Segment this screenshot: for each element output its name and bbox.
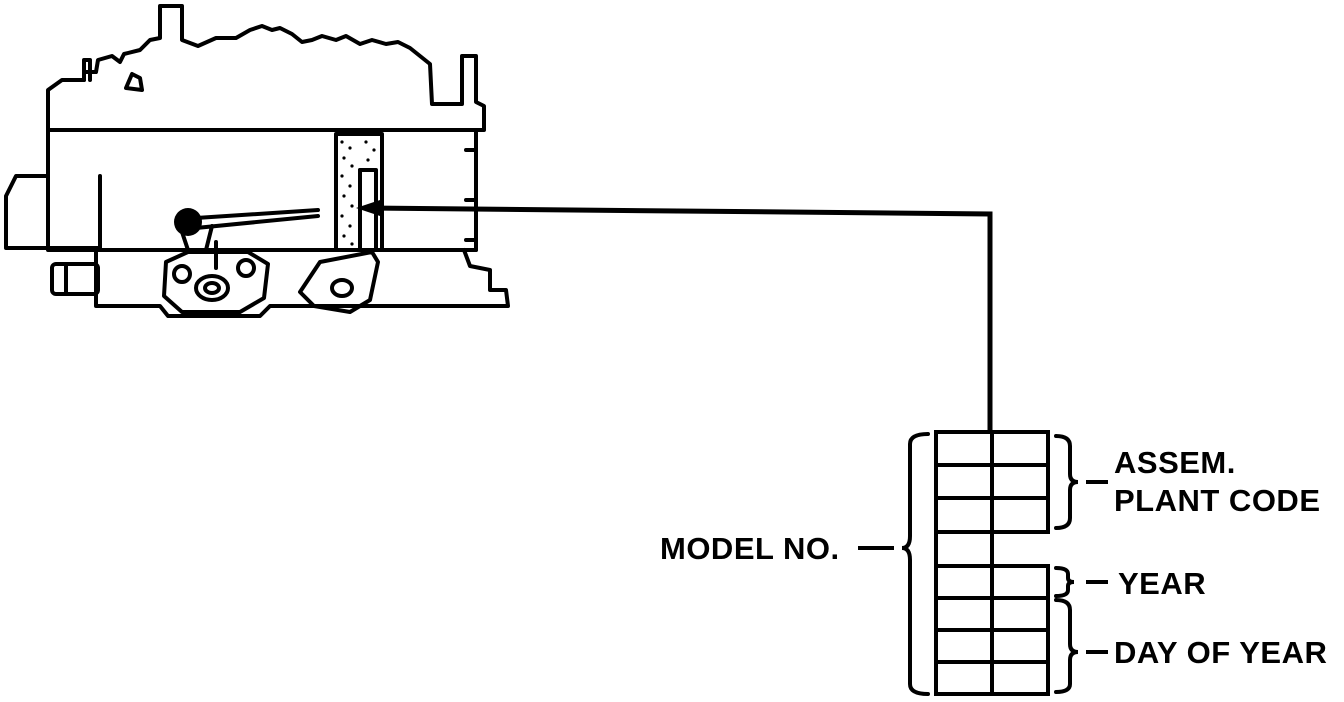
- model-no-label: MODEL NO.: [660, 531, 840, 566]
- carburetor-left-block: [4, 174, 102, 250]
- linkage-hole-right: [236, 258, 256, 278]
- code-tag: [934, 430, 1050, 696]
- carburetor-top-outline: [46, 4, 486, 132]
- id-tag-strip-dots: [340, 140, 376, 246]
- year-label: YEAR: [1118, 566, 1207, 601]
- assem-label-line2: PLANT CODE: [1114, 483, 1321, 518]
- flange-hole: [330, 278, 354, 298]
- leader-line: [369, 205, 993, 432]
- day-of-year-label: DAY OF YEAR: [1114, 635, 1328, 670]
- brackets: [901, 432, 1079, 696]
- cover-bump-1: [82, 58, 92, 82]
- linkage-slot: [194, 274, 230, 302]
- lever-knob: [174, 208, 202, 236]
- assem-plant-code-label: ASSEM. PLANT CODE: [1114, 444, 1321, 520]
- linkage-slot-inner: [203, 281, 221, 295]
- model-no-bracket: [901, 432, 930, 696]
- throttle-linkage-plate: [162, 250, 270, 314]
- year-bracket: [1054, 566, 1075, 598]
- carburetor-right-side: [464, 128, 478, 252]
- day-bracket: [1054, 598, 1079, 694]
- carburetor-base: [94, 248, 510, 318]
- carburetor-illustration: [4, 4, 510, 318]
- linkage-hole-left: [172, 264, 192, 284]
- fuel-inlet-tube: [50, 262, 100, 296]
- lever-stem: [178, 224, 214, 252]
- assem-label-line1: ASSEM.: [1114, 445, 1236, 480]
- label-dashes: [858, 480, 1108, 654]
- leader-arrowhead: [356, 200, 380, 216]
- assem-bracket: [1054, 434, 1079, 530]
- mounting-flange: [298, 250, 380, 314]
- cover-bump-2: [124, 72, 144, 92]
- lever-arm: [194, 208, 320, 220]
- lever-arm-edge: [194, 214, 320, 230]
- carburetor-main-band: [46, 128, 478, 252]
